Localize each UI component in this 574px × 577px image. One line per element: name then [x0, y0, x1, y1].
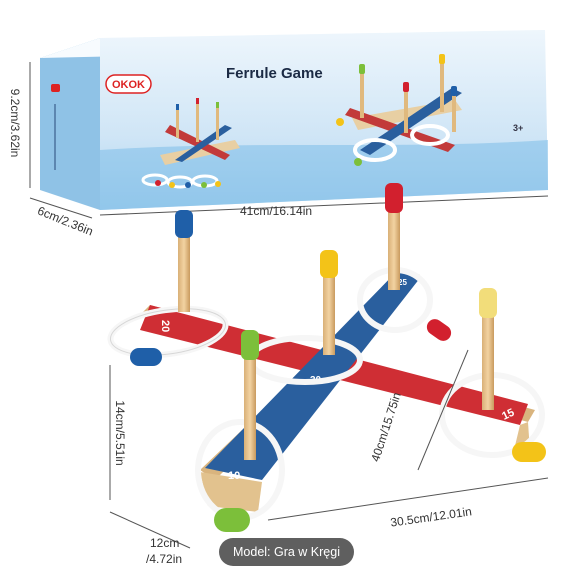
- rope-ring-left-outline: [109, 308, 227, 356]
- game-box: OKOK Ferrule Game 3+: [40, 30, 548, 210]
- board-number-10: 10: [228, 470, 240, 482]
- peg-yellow: [320, 250, 338, 355]
- game-depth-label-line2: /4.72in: [146, 552, 183, 566]
- box-age-label: 3+: [513, 123, 523, 133]
- ring-cap-red: [426, 319, 452, 341]
- box-title: Ferrule Game: [226, 65, 323, 82]
- model-badge[interactable]: Model: Gra w Kręgi: [219, 538, 354, 566]
- box-dimension-lines: [29, 62, 549, 219]
- peg-cream: [479, 288, 497, 410]
- board-number-25: 25: [398, 278, 407, 287]
- box-length-label: 41cm/16.14in: [240, 204, 313, 218]
- ring-toss-set: 20 30 15 10 25: [107, 183, 546, 532]
- ring-cap-blue: [130, 348, 162, 366]
- box-left-side: [40, 38, 100, 210]
- box-game-picture-small: [141, 98, 240, 189]
- peg-green: [241, 330, 259, 460]
- peg-blue: [175, 210, 193, 312]
- ring-cap-yellow: [512, 442, 546, 462]
- box-side-print: [51, 84, 60, 170]
- board-number-20: 20: [159, 320, 171, 332]
- box-game-picture-large: [336, 54, 462, 166]
- brand-logo: OKOK: [112, 79, 145, 91]
- game-dimension-lines: [109, 349, 549, 549]
- peg-red: [385, 183, 403, 290]
- ring-cap-green: [214, 508, 250, 532]
- game-depth-label-line1: 12cm: [150, 536, 180, 550]
- brand-logo-badge: [105, 74, 152, 94]
- box-water-band: [100, 140, 548, 210]
- game-height-label: 14cm/5.51in: [113, 400, 127, 466]
- board-wood-edge: [200, 472, 262, 512]
- board-number-15: 15: [500, 407, 516, 423]
- box-height-label: 9.2cm/3.62in: [8, 88, 22, 158]
